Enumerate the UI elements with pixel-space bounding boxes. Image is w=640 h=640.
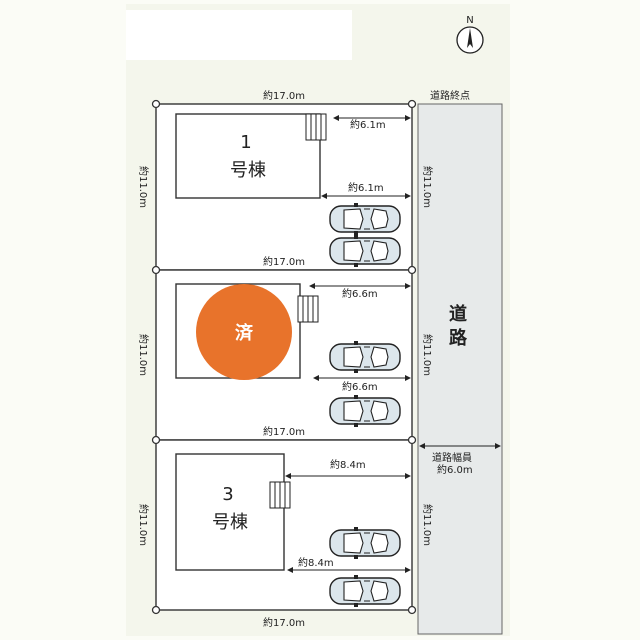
car-icon (329, 234, 401, 268)
lot-3-depth: 約11.0m (137, 504, 150, 546)
car-icon (329, 340, 401, 374)
road (417, 103, 503, 635)
lot-1-dim-lower: 約6.1m (348, 181, 384, 194)
stairs-icon (297, 295, 319, 323)
lot-3-dim-upper: 約8.4m (330, 458, 366, 471)
car-icon (329, 202, 401, 236)
header-blank (126, 10, 352, 60)
building-1 (175, 113, 321, 199)
lot-2: 済 約6.6m 約6.6m 約17.0m 約11.0m 約11.0m (137, 255, 434, 441)
car-icon (329, 574, 401, 608)
sold-label: 済 (235, 322, 254, 344)
road-width-value: 約6.0m (437, 463, 473, 476)
lot-2-depth: 約11.0m (137, 334, 150, 376)
lot-1: 1 号棟 約6.1m 約6.1m 約17.0m 約11.0m 約11.0m (137, 89, 434, 271)
lot-2-dim-upper: 約6.6m (342, 287, 378, 300)
road-width-label: 道路幅員 (432, 451, 472, 464)
lot-3-top-width: 約17.0m (263, 425, 305, 438)
stairs-icon (305, 113, 327, 141)
lot-2-dim-lower: 約6.6m (342, 380, 378, 393)
lot-1-top-width: 約17.0m (263, 89, 305, 102)
lot-1-dim-upper: 約6.1m (350, 118, 386, 131)
sold-badge (196, 284, 292, 380)
car-icon (329, 526, 401, 560)
lot-3-number: 3 (222, 484, 233, 505)
compass-icon: N (456, 15, 484, 54)
lot-3-dim-lower: 約8.4m (298, 556, 334, 569)
road-name-2: 路 (449, 327, 468, 349)
lot-3-right-depth: 約11.0m (421, 504, 434, 546)
stairs-icon (269, 481, 291, 509)
lot-2-top-width: 約17.0m (263, 255, 305, 268)
building-3 (175, 453, 285, 571)
lot-1-right-depth: 約11.0m (421, 166, 434, 208)
road-name-1: 道 (449, 303, 467, 325)
lot-1-number: 1 (240, 132, 251, 153)
lot-1-depth: 約11.0m (137, 166, 150, 208)
lot-1-suffix: 号棟 (230, 160, 266, 181)
road-end-label: 道路終点 (430, 89, 470, 102)
boundary-markers (151, 99, 417, 615)
north-label: N (466, 15, 473, 26)
lot-3: 3 号棟 約8.4m 約8.4m 約17.0m 約17.0m 約11.0m 約1… (137, 425, 434, 629)
lot-2-right-depth: 約11.0m (421, 334, 434, 376)
lot-3-bottom-width: 約17.0m (263, 616, 305, 629)
car-icon (329, 394, 401, 428)
lot-3-suffix: 号棟 (212, 512, 248, 533)
